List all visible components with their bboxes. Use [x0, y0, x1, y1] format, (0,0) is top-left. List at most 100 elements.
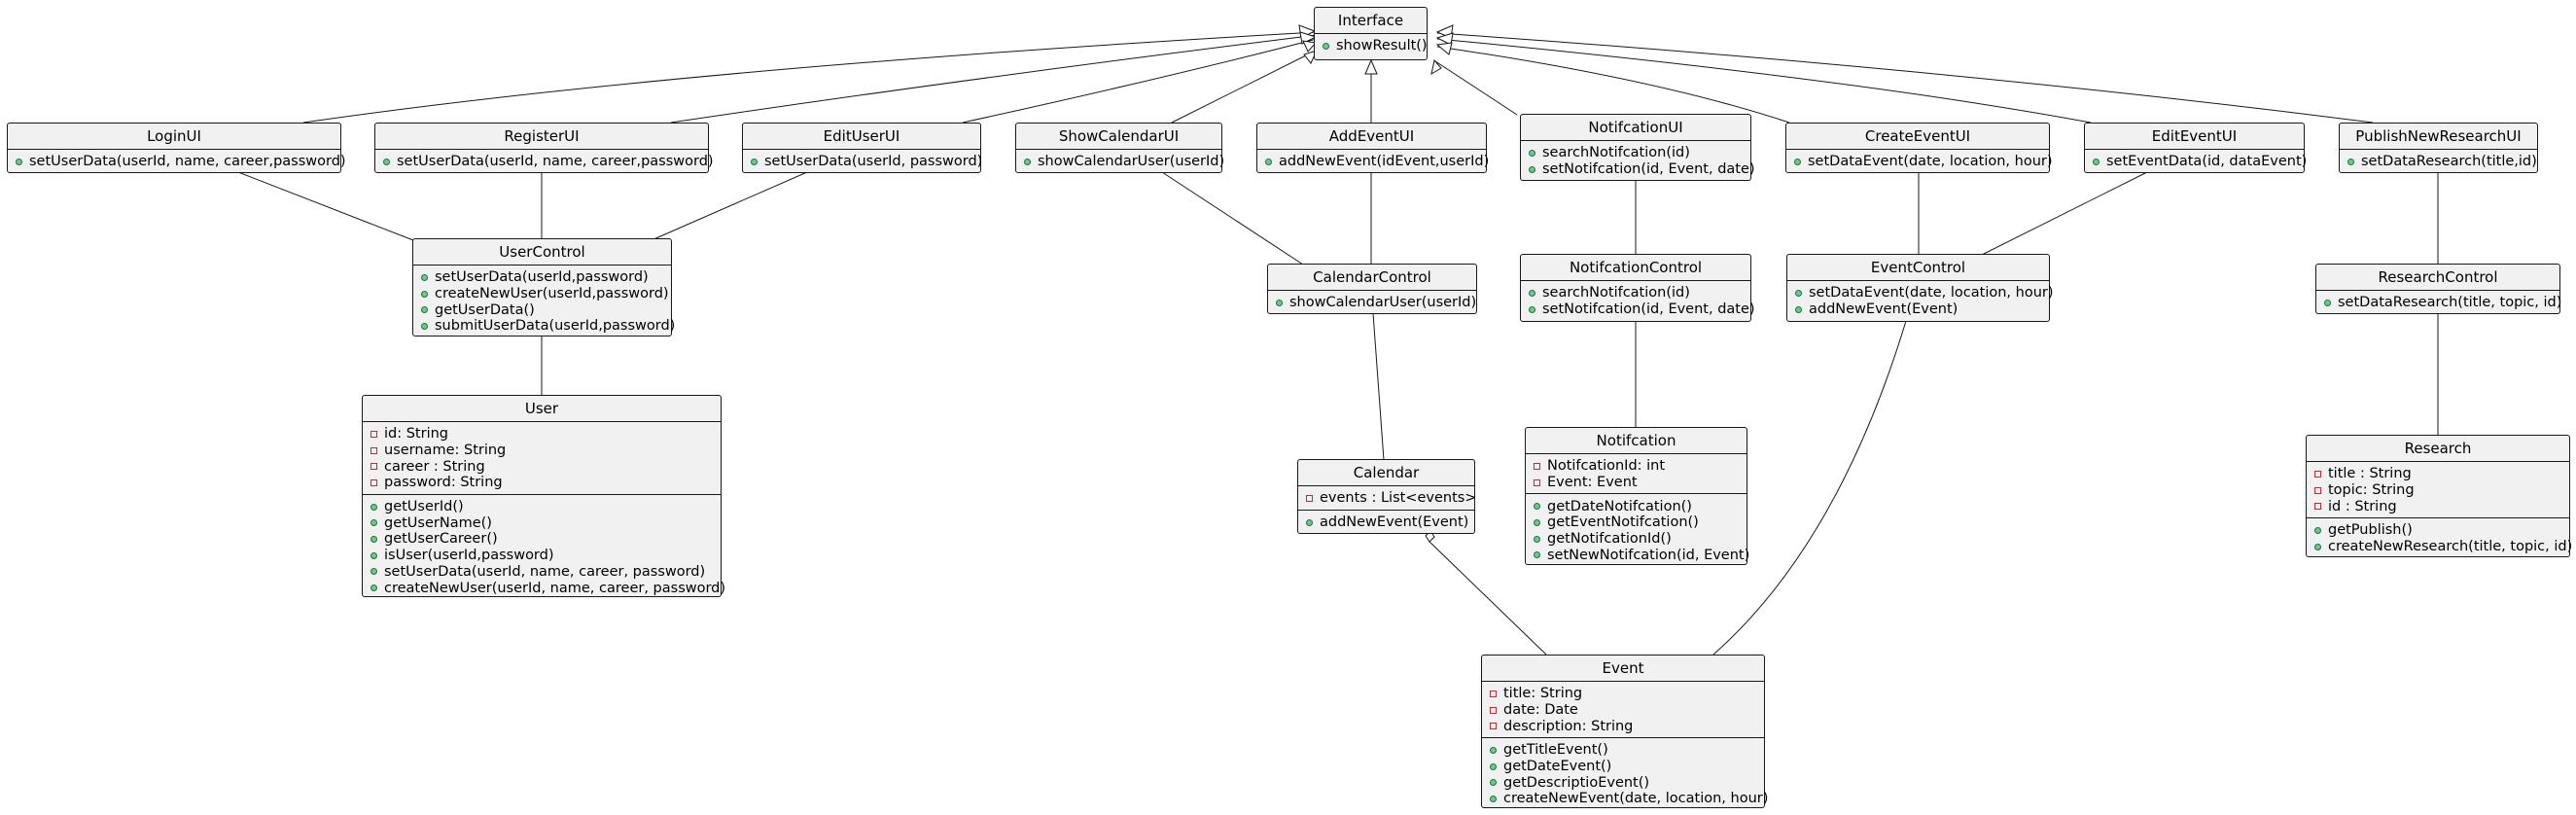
class-research: Research title : String topic: String id…: [2306, 435, 2572, 557]
method-row: getUserId(): [371, 499, 715, 515]
methods-section: setUserData(userId, password): [743, 149, 982, 173]
assoc-eventcontrol-event: [1712, 320, 1907, 656]
realization-showcalendarui: [1171, 50, 1317, 124]
method-row: setDataResearch(title, topic, id): [2324, 295, 2561, 311]
methods-section: addNewEvent(Event): [1298, 509, 1474, 534]
public-icon: [1529, 289, 1535, 297]
method-row: getDescriptioEvent(): [1490, 774, 1758, 791]
public-icon: [2314, 543, 2321, 550]
public-icon: [1276, 299, 1283, 306]
public-icon: [421, 273, 428, 281]
methods-section: getPublish() createNewResearch(title, to…: [2307, 517, 2572, 557]
methods-section: setUserData(userId, name, career,passwor…: [8, 149, 346, 173]
method-row: searchNotifcation(id): [1529, 285, 1745, 301]
public-icon: [2093, 158, 2100, 165]
methods-section: setUserData(userId, name, career,passwor…: [375, 149, 714, 173]
assoc-showcalendarui-calendarcontrol: [1161, 171, 1304, 266]
methods-section: showResult(): [1315, 33, 1428, 57]
public-icon: [2314, 526, 2321, 534]
private-icon: [1490, 690, 1497, 697]
method-row: setNewNotifcation(id, Event): [1534, 547, 1749, 563]
field-row: description: String: [1490, 718, 1758, 734]
method-row: showCalendarUser(userId): [1024, 154, 1224, 170]
public-icon: [1529, 305, 1535, 313]
public-icon: [1265, 158, 1272, 165]
private-icon: [1306, 494, 1313, 502]
public-icon: [371, 551, 377, 559]
method-row: createNewEvent(date, location, hour): [1490, 791, 1768, 807]
public-icon: [1490, 779, 1497, 787]
class-name: PublishNewResearchUI: [2355, 127, 2522, 145]
realization-notificationui: [1434, 60, 1518, 116]
method-row: addNewEvent(Event): [1306, 514, 1468, 531]
field-row: topic: String: [2314, 482, 2563, 499]
class-publish-research-ui: PublishNewResearchUI setDataResearch(tit…: [2339, 123, 2538, 173]
method-row: setDataResearch(title,id): [2347, 154, 2537, 170]
method-row: createNewResearch(title, topic, id): [2314, 539, 2572, 555]
method-row: setUserData(userId,password): [421, 269, 665, 286]
class-name: ShowCalendarUI: [1058, 127, 1180, 145]
method-row: setDataEvent(date, location, hour): [1794, 154, 2053, 170]
method-row: createNewUser(userId,password): [421, 286, 669, 302]
methods-section: setDataResearch(title,id): [2340, 149, 2537, 173]
public-icon: [1534, 551, 1540, 559]
public-icon: [1323, 42, 1329, 50]
class-name: NotifcationUI: [1588, 119, 1683, 136]
connector-lines: [237, 31, 2439, 656]
class-add-event-ui: AddEventUI addNewEvent(idEvent,userId): [1256, 123, 1489, 173]
method-row: getEventNotifcation(): [1534, 514, 1741, 531]
field-row: id : String: [2314, 498, 2563, 514]
methods-section: setEventData(id, dataEvent): [2085, 149, 2307, 173]
class-notification-control: NotifcationControl searchNotifcation(id)…: [1520, 254, 1755, 322]
method-row: getTitleEvent(): [1490, 742, 1758, 759]
class-interface: Interface showResult(): [1314, 7, 1428, 60]
method-row: setNotifcation(id, Event, date): [1529, 301, 1755, 318]
private-icon: [371, 463, 377, 471]
fields-section: title: String date: Date description: St…: [1482, 681, 1764, 737]
private-icon: [1534, 478, 1540, 486]
class-name: ResearchControl: [2378, 268, 2498, 286]
methods-section: searchNotifcation(id) setNotifcation(id,…: [1521, 140, 1755, 180]
field-row: events : List<events>: [1306, 490, 1476, 507]
assoc-loginui-usercontrol: [237, 171, 414, 241]
private-icon: [371, 478, 377, 486]
class-calendar: Calendar events : List<events> addNewEve…: [1297, 459, 1476, 534]
class-name: EventControl: [1870, 259, 1966, 276]
methods-section: setDataResearch(title, topic, id): [2316, 290, 2561, 314]
methods-section: setDataEvent(date, location, hour): [1786, 149, 2053, 173]
method-row: getUserName(): [371, 514, 715, 531]
method-row: addNewEvent(idEvent,userId): [1265, 154, 1489, 170]
public-icon: [371, 585, 377, 592]
class-name: EditEventUI: [2151, 127, 2238, 145]
methods-section: addNewEvent(idEvent,userId): [1257, 149, 1489, 173]
method-row: searchNotifcation(id): [1529, 145, 1745, 161]
method-row: submitUserData(userId,password): [421, 318, 675, 335]
public-icon: [2324, 299, 2331, 306]
field-row: username: String: [371, 443, 715, 459]
public-icon: [1795, 289, 1802, 297]
public-icon: [421, 322, 428, 330]
public-icon: [371, 535, 377, 543]
class-edit-event-ui: EditEventUI setEventData(id, dataEvent): [2084, 123, 2307, 173]
class-name: Calendar: [1353, 464, 1420, 481]
arrowhead-right-3: [1435, 42, 1453, 55]
realization-publishresearchui: [1436, 32, 2374, 124]
private-icon: [1490, 706, 1497, 714]
method-row: getPublish(): [2314, 522, 2563, 539]
method-row: setUserData(userId, name, career, passwo…: [371, 564, 715, 581]
public-icon: [1490, 746, 1497, 754]
class-show-calendar-ui: ShowCalendarUI showCalendarUser(userId): [1015, 123, 1224, 173]
methods-section: searchNotifcation(id) setNotifcation(id,…: [1521, 280, 1755, 320]
class-notification: Notifcation NotifcationId: int Event: Ev…: [1525, 427, 1749, 566]
fields-section: id: String username: String career : Str…: [363, 421, 721, 494]
methods-section: setUserData(userId,password) createNewUs…: [413, 265, 675, 337]
class-name: CreateEventUI: [1864, 127, 1971, 145]
public-icon: [1529, 149, 1535, 157]
public-icon: [1795, 305, 1802, 313]
public-icon: [16, 158, 22, 165]
method-row: getUserCareer(): [371, 531, 715, 548]
methods-section: getDateNotifcation() getEventNotifcation…: [1526, 493, 1749, 566]
class-name: Event: [1602, 659, 1644, 677]
method-row: getNotifcationId(): [1534, 531, 1741, 548]
